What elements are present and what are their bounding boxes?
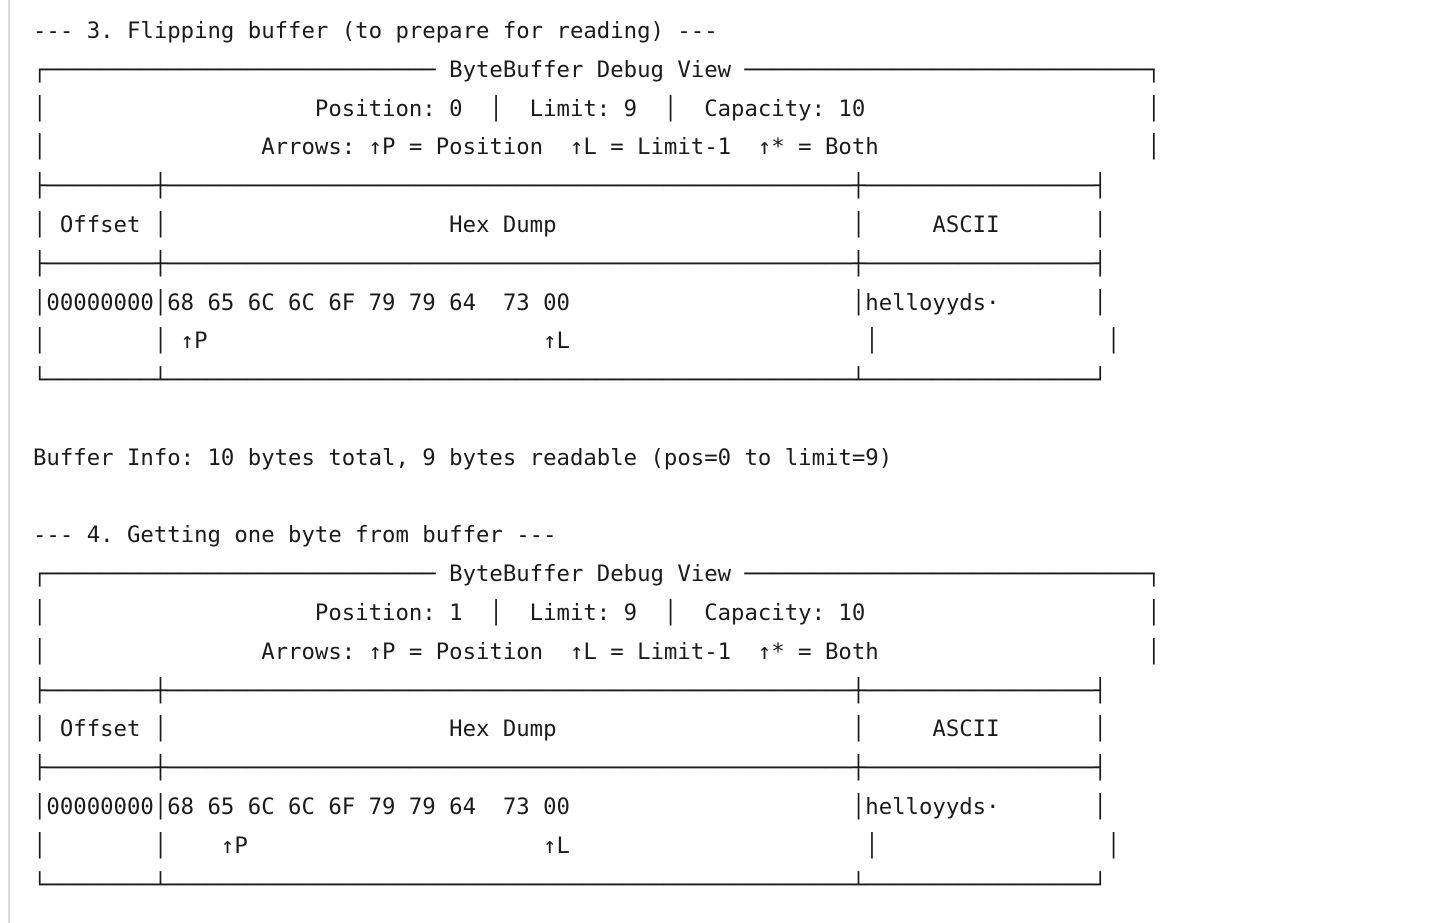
console-line: │ │ ↑P ↑L │ │ <box>33 832 1121 859</box>
console-line: ┌───────────────────────────── ByteBuffe… <box>33 56 1161 83</box>
console-line: ├────────┼──────────────────────────────… <box>33 173 1107 200</box>
console-output: --- 3. Flipping buffer (to prepare for r… <box>33 18 1161 898</box>
console-line: └────────┴──────────────────────────────… <box>33 367 1107 394</box>
console-line: ┌───────────────────────────── ByteBuffe… <box>33 561 1161 588</box>
console-line <box>33 400 1161 439</box>
console-line: │00000000│68 65 6C 6C 6F 79 79 64 73 00 … <box>33 289 1107 316</box>
console-line: ├────────┼──────────────────────────────… <box>33 677 1107 704</box>
editor-gutter-divider <box>8 0 10 923</box>
console-line: ├────────┼──────────────────────────────… <box>33 250 1107 277</box>
console-line: --- 3. Flipping buffer (to prepare for r… <box>33 18 718 44</box>
console-line: │ Position: 1 │ Limit: 9 │ Capacity: 10 … <box>33 599 1161 626</box>
console-line: │ Position: 0 │ Limit: 9 │ Capacity: 10 … <box>33 95 1161 122</box>
console-line: --- 4. Getting one byte from buffer --- <box>33 522 557 549</box>
console-line: │ Offset │ Hex Dump │ ASCII │ <box>33 211 1107 238</box>
console-line: Buffer Info: 10 bytes total, 9 bytes rea… <box>33 444 893 471</box>
console-line: └────────┴──────────────────────────────… <box>33 871 1107 898</box>
console-line <box>33 478 1161 517</box>
console-line: │00000000│68 65 6C 6C 6F 79 79 64 73 00 … <box>33 793 1107 820</box>
console-line: │ Arrows: ↑P = Position ↑L = Limit-1 ↑* … <box>33 134 1161 161</box>
console-line: │ │ ↑P ↑L │ │ <box>33 328 1121 355</box>
console-line: │ Arrows: ↑P = Position ↑L = Limit-1 ↑* … <box>33 638 1161 665</box>
console-line: ├────────┼──────────────────────────────… <box>33 755 1107 782</box>
console-line: │ Offset │ Hex Dump │ ASCII │ <box>33 716 1107 743</box>
